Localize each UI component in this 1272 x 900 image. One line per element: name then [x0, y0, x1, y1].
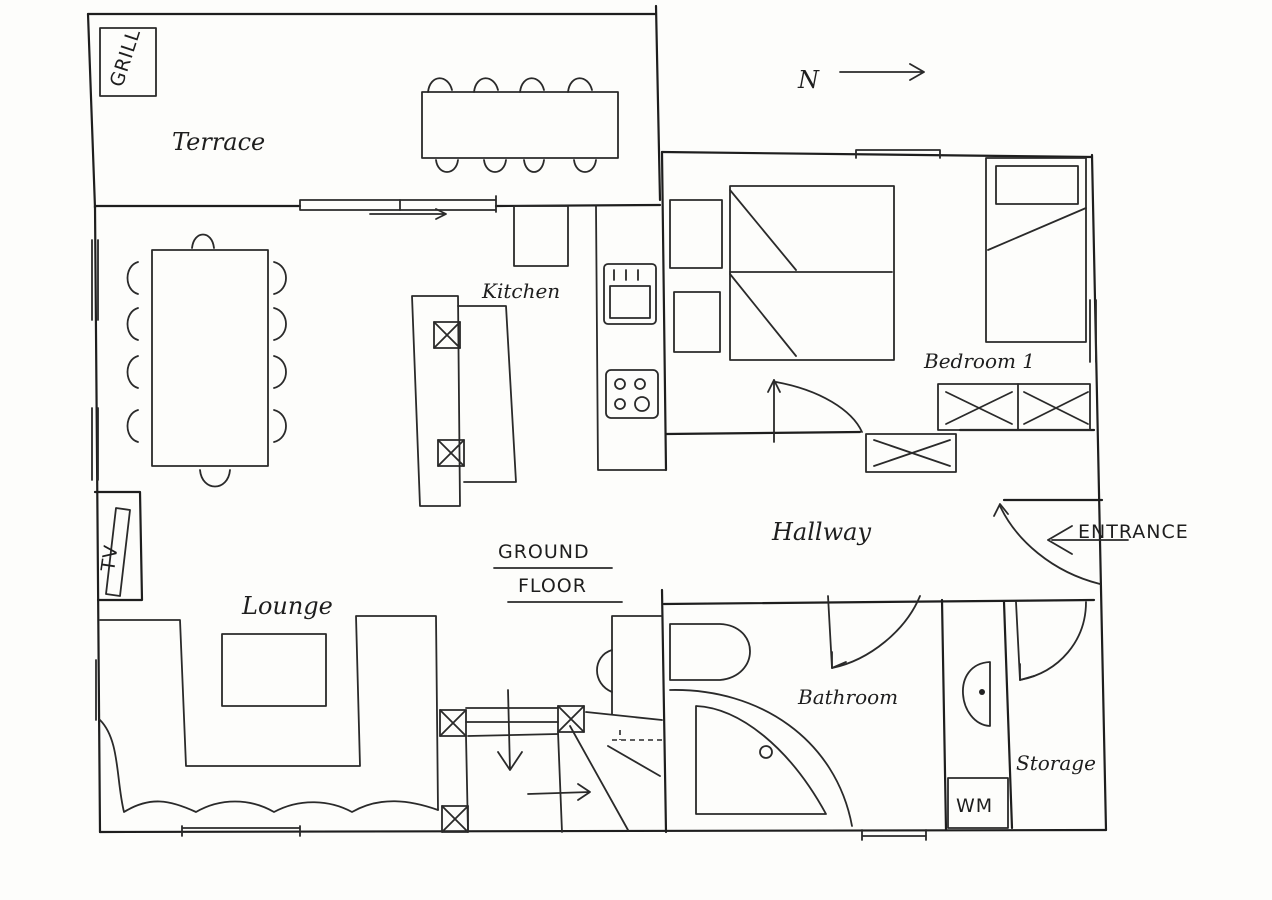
bedroom-single-bed — [985, 157, 1087, 343]
stair-posts — [439, 705, 585, 833]
entrance-arrow-icon — [1047, 525, 1129, 555]
north-label: N — [797, 66, 820, 94]
hallway-label: Hallway — [771, 518, 871, 546]
stairs-down-arrow-icon — [497, 689, 523, 771]
tv-unit: TV — [97, 507, 131, 597]
storage-label: Storage — [1016, 751, 1096, 775]
ground-floor-title: GROUND FLOOR — [493, 541, 623, 603]
lounge-sofa — [99, 615, 439, 813]
grill: GRILL — [99, 26, 157, 97]
kitchen-label: Kitchen — [481, 279, 560, 303]
wardrobe — [865, 383, 1091, 473]
bathroom-fixtures — [669, 623, 853, 827]
bedroom-label: Bedroom 1 — [923, 349, 1035, 373]
north-indicator: N — [797, 63, 925, 94]
lounge-label: Lounge — [241, 592, 333, 620]
wm-label: WM — [956, 795, 993, 817]
entrance-label: ENTRANCE — [1078, 521, 1189, 543]
tv-label: TV — [97, 543, 123, 573]
terrace-table — [421, 77, 619, 173]
terrace-label: Terrace — [172, 128, 265, 156]
stairs — [497, 615, 664, 831]
stairs-right-arrow-icon — [527, 783, 591, 801]
windows — [91, 149, 1097, 841]
grill-label: GRILL — [106, 26, 145, 90]
kitchen-island — [411, 295, 517, 507]
dining-table — [126, 233, 287, 488]
north-arrow-icon — [839, 63, 925, 81]
entrance-door — [993, 503, 1101, 585]
terrace-door-arrow-icon — [369, 208, 447, 220]
entrance-indicator: ENTRANCE — [1047, 521, 1189, 555]
storage-fixtures: WM — [947, 661, 1009, 829]
ground-floor-label-line1: GROUND — [498, 541, 590, 563]
ground-floor-label-line2: FLOOR — [518, 575, 587, 597]
kitchen-counter — [595, 205, 667, 471]
bedroom-door — [767, 379, 863, 443]
storage-door — [1015, 601, 1087, 681]
bathroom-door — [827, 595, 921, 669]
bedroom-double-bed — [669, 185, 895, 361]
bathroom-label: Bathroom — [797, 685, 898, 709]
kitchen-cabinet-upper — [513, 205, 569, 267]
